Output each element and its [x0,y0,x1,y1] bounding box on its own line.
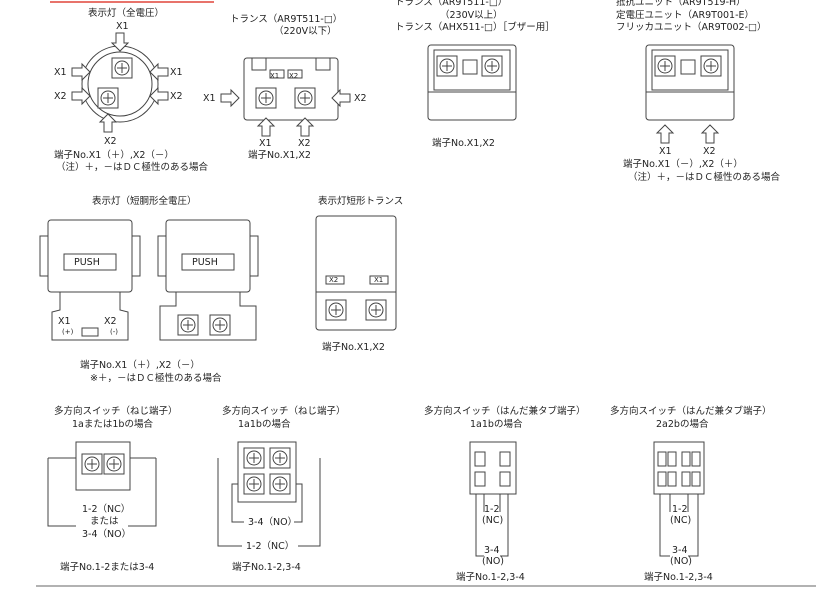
lamp-note: （注）＋，－はＤＣ極性のある場合 [56,162,209,173]
sw3-label2b: (NO) [482,556,504,567]
shortlamp-terminal: 端子No.X1（＋）,X2（－） [80,360,200,371]
sw2-diagram [217,441,321,547]
shortlamp-push-left: PUSH [74,257,100,268]
sw3-label1: 1-2 [484,504,500,515]
trans230-title: トランス（AR9T511-□） [395,0,508,8]
lamp-x1-right: X1 [170,67,183,78]
lamp-x1-top: X1 [116,21,129,32]
trans220-x1-bottom: X1 [259,138,272,149]
shortlamp-right-diagram [157,219,259,341]
trans220-x2-right: X2 [354,93,367,104]
shortlamp-plus: (+) [62,328,74,336]
sw4-label2: 3-4 [672,545,688,556]
sw3-diagram [469,441,517,557]
lamp-title: 表示灯（全電圧） [88,8,165,19]
sw2-sub: 1a1bの場合 [238,419,291,430]
shorttrans-title: 表示灯短形トランス [318,196,404,207]
sw2-terminal: 端子No.1-2,3-4 [232,562,301,573]
sw3-label1b: (NC) [482,515,504,526]
shorttrans-x1-tag: X1 [374,276,384,284]
resist-note: （注）＋，－はＤＣ極性のある場合 [628,172,781,183]
sw2-label1: 3-4（NO） [248,517,298,528]
sw3-terminal: 端子No.1-2,3-4 [456,572,525,583]
trans220-x2-bottom: X2 [298,138,311,149]
trans220-sub: （220V以下） [274,26,337,37]
trans220-x1-left: X1 [203,93,216,104]
shortlamp-x2: X2 [104,316,117,327]
lamp-terminal: 端子No.X1（＋）,X2（－） [54,150,174,161]
sw1-diagram [47,441,157,527]
sw4-label1b: (NC) [670,515,692,526]
sw4-terminal: 端子No.1-2,3-4 [644,572,713,583]
shortlamp-x1: X1 [58,316,71,327]
sw3-sub: 1a1bの場合 [470,419,523,430]
trans220-title: トランス（AR9T511-□） [230,14,343,25]
lamp-x1-left: X1 [54,67,67,78]
resist-line2: 定電圧ユニット（AR9T001-E） [616,10,755,21]
sw3-title: 多方向スイッチ（はんだ兼タブ端子） [424,406,586,417]
trans220-diagram [220,57,351,137]
sw2-label2: 1-2（NC） [246,541,295,552]
sw1-label3: 3-4（NO） [82,529,132,540]
lamp-x2-right: X2 [170,91,183,102]
shortlamp-left-diagram [39,219,141,341]
shorttrans-x2-tag: X2 [329,276,339,284]
sw4-title: 多方向スイッチ（はんだ兼タブ端子） [610,406,772,417]
sw3-label2: 3-4 [484,545,500,556]
sw2-title: 多方向スイッチ（ねじ端子） [222,406,346,417]
trans230-diagram [427,44,517,121]
shorttrans-diagram [315,215,397,331]
resist-diagram [645,44,735,144]
resist-x2: X2 [703,146,716,157]
shortlamp-title: 表示灯（短胴形全電圧） [92,196,197,207]
resist-title: 抵抗ユニット（AR9T519-H） [616,0,746,8]
shortlamp-minus: (-) [110,328,118,336]
sw1-title: 多方向スイッチ（ねじ端子） [54,406,178,417]
lamp-x2-bottom: X2 [104,136,117,147]
shortlamp-push-right: PUSH [192,257,218,268]
lamp-x2-left: X2 [54,91,67,102]
resist-line3: フリッカユニット（AR9T002-□） [616,22,767,33]
sw1-terminal: 端子No.1-2または3-4 [60,562,155,573]
trans220-x2-tag: X2 [289,72,299,80]
trans230-line3: トランス（AHX511-□）［ブザー用］ [395,22,555,33]
trans230-sub: （230V以上） [440,10,503,21]
resist-terminal: 端子No.X1（－）,X2（＋） [623,159,743,170]
resist-x1: X1 [659,146,672,157]
sw1-sub: 1aまたは1bの場合 [72,419,153,430]
trans220-terminal: 端子No.X1,X2 [248,150,311,161]
sw4-label2b: (NO) [670,556,692,567]
trans220-x1-tag: X1 [270,72,280,80]
sw4-label1: 1-2 [672,504,688,515]
sw1-label1: 1-2（NC） [82,504,131,515]
sw1-label2: または [90,516,119,527]
trans230-terminal: 端子No.X1,X2 [432,138,495,149]
sw4-sub: 2a2bの場合 [656,419,709,430]
shorttrans-terminal: 端子No.X1,X2 [322,342,385,353]
lamp-diagram [71,32,169,133]
sw4-diagram [653,441,705,557]
shortlamp-note: ※＋，－はＤＣ極性のある場合 [90,373,222,384]
